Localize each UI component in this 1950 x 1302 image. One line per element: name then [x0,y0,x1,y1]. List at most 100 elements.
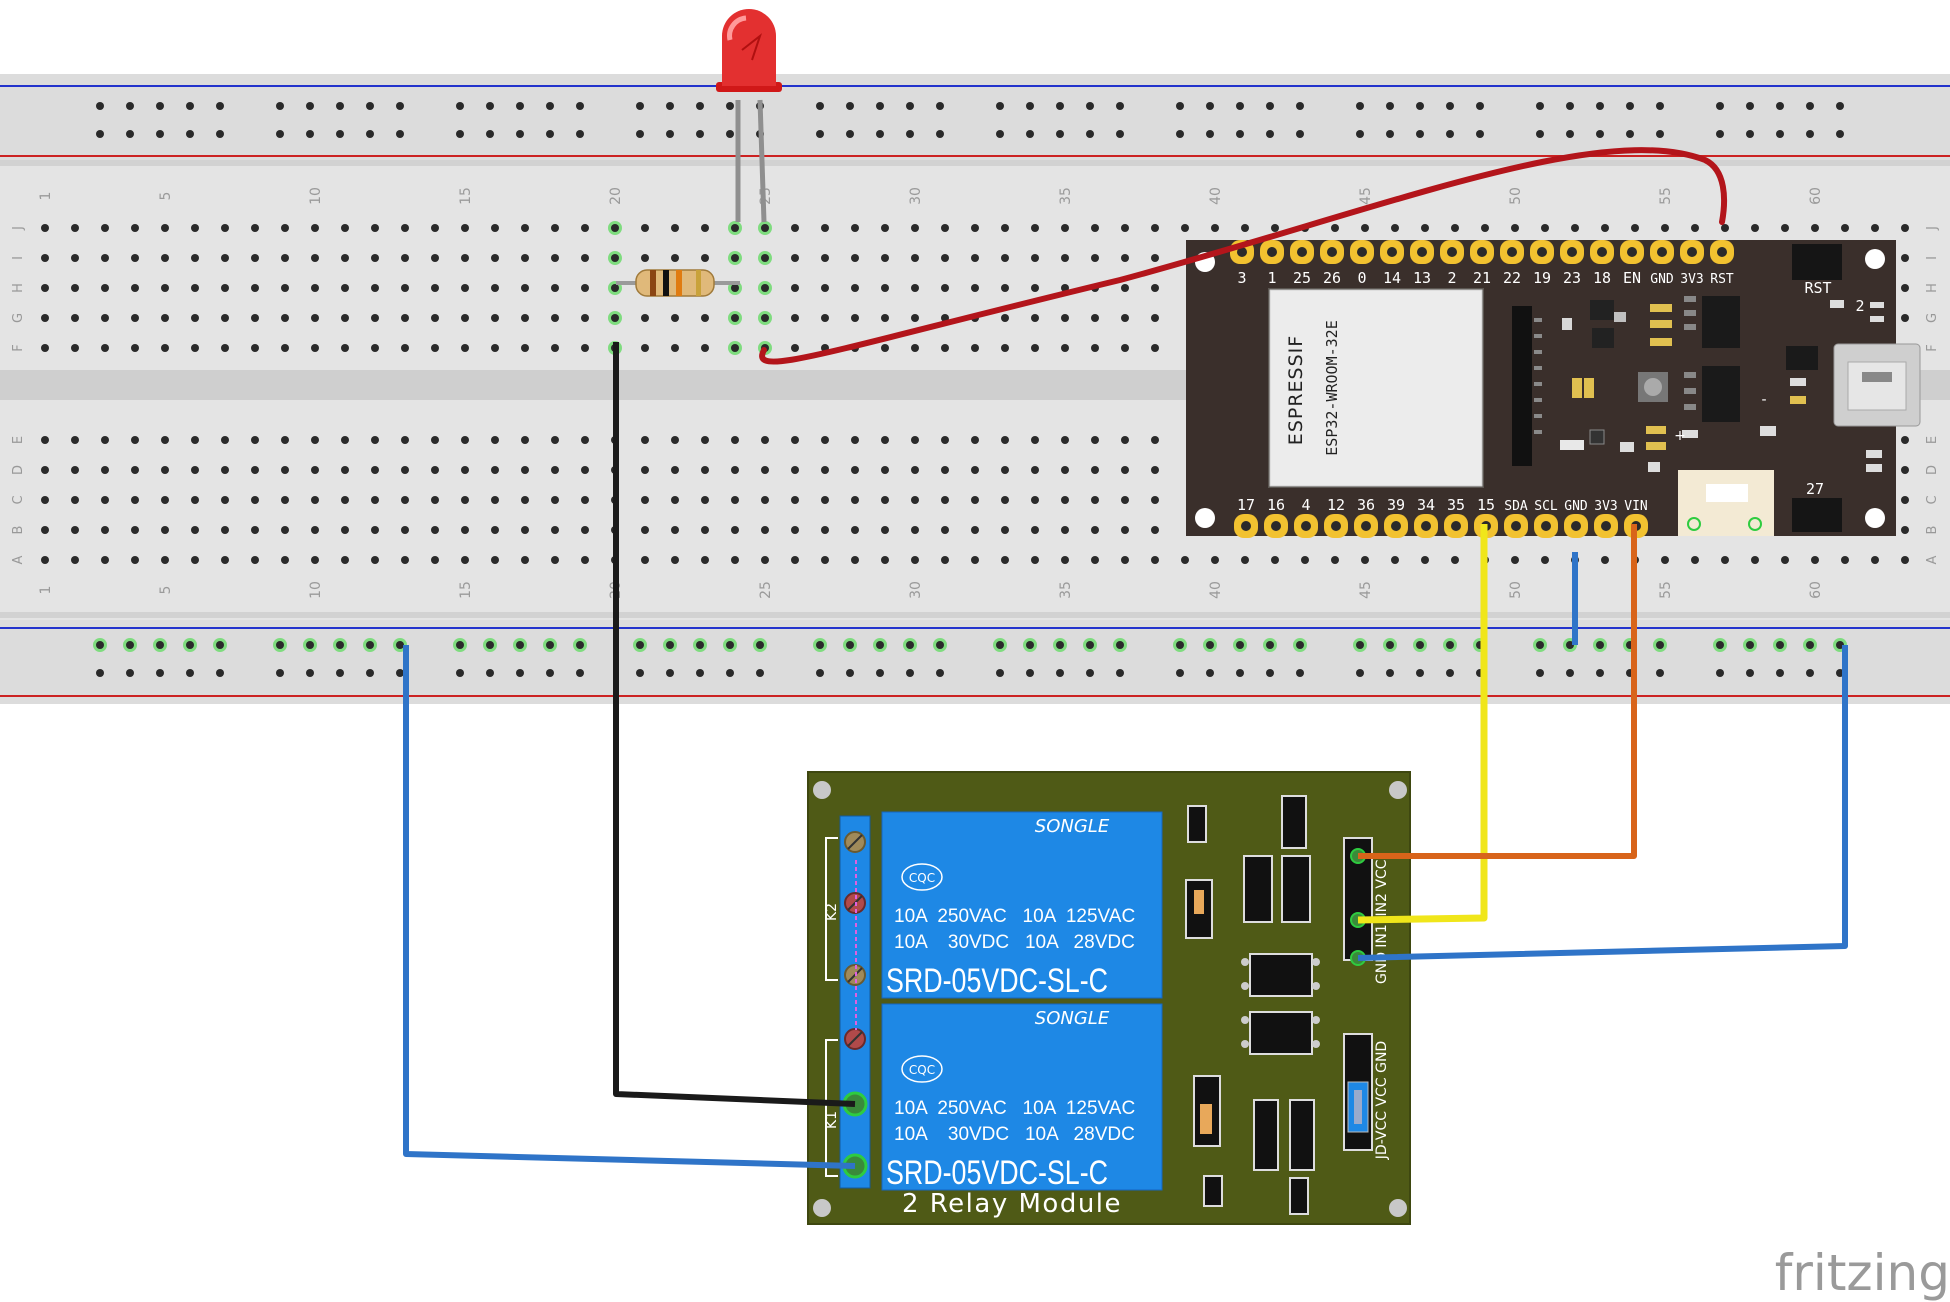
esp-pin[interactable]: 34 [1414,496,1438,538]
rail-hole [1653,638,1667,652]
rail-hole [1416,669,1424,677]
esp-pin[interactable]: 18 [1590,240,1614,287]
breadboard-hole [1031,284,1039,292]
rail-hole [156,130,164,138]
row-label-c-right: C [1925,495,1940,504]
esp-pin[interactable]: 35 [1444,496,1468,538]
breadboard-hole [191,496,199,504]
relay-1: SONGLE CQC 10A 250VAC 10A 125VAC 10A 30V… [881,811,1163,1000]
breadboard-hole [1751,556,1759,564]
rail-hole [336,102,344,110]
breadboard-hole [221,254,229,262]
breadboard-hole [581,466,589,474]
rail-hole [636,102,644,110]
rail-hole [1086,102,1094,110]
esp-pin[interactable]: 39 [1384,496,1408,538]
esp-pin-label: 3V3 [1680,272,1703,287]
breadboard-hole [1001,526,1009,534]
resistor[interactable] [616,269,740,297]
rail-hole [366,102,374,110]
esp-pin[interactable]: 23 [1560,240,1584,287]
esp-pin[interactable]: 12 [1324,496,1348,538]
breadboard-hole [431,224,439,232]
breadboard-hole [131,556,139,564]
rail-hole [1776,669,1784,677]
breadboard-hole [881,344,889,352]
breadboard-hole [941,284,949,292]
esp-pin-label: 14 [1383,269,1401,287]
breadboard-hole [161,224,169,232]
row-label-f: F [11,344,26,351]
esp-pin[interactable]: 25 [1290,240,1314,287]
esp-pin-label: 35 [1447,496,1465,514]
breadboard-hole [221,344,229,352]
rail-hole [336,669,344,677]
column-label: 25 [758,187,774,205]
row-label-c: C [11,495,26,504]
breadboard-hole [41,436,49,444]
esp-pin[interactable]: 14 [1380,240,1404,287]
breadboard-hole [461,526,469,534]
breadboard-hole [101,526,109,534]
mount-hole-top-right [1865,249,1885,269]
breadboard-hole [431,254,439,262]
relay-module[interactable]: K2 K1 SONGLE CQC 10A 250VAC 10A 125VAC 1… [807,771,1411,1225]
breadboard-hole [941,556,949,564]
rail-hole [816,669,824,677]
breadboard-hole [1151,526,1159,534]
breadboard-hole [461,466,469,474]
esp-pin[interactable]: EN [1620,240,1644,287]
breadboard-hole [971,526,979,534]
rail-hole [996,102,1004,110]
breadboard-hole [311,556,319,564]
esp-pin[interactable]: 22 [1500,240,1524,287]
red-led[interactable] [716,9,782,223]
breadboard-hole [581,436,589,444]
esp-pin[interactable]: 19 [1530,240,1554,287]
esp-pin[interactable]: 2 [1440,240,1464,287]
esp-pin[interactable]: RST [1710,240,1734,287]
esp-pin[interactable]: 13 [1410,240,1434,287]
rail-hole [1446,669,1454,677]
esp-pin[interactable]: SDA [1504,499,1528,538]
breadboard-hole [641,466,649,474]
breadboard-hole [1091,344,1099,352]
esp-pin-label: GND [1650,272,1674,287]
row-label-h-right: H [1925,283,1940,293]
esp-pin[interactable]: 0 [1350,240,1374,287]
breadboard-hole [401,496,409,504]
esp-pin[interactable]: GND [1564,499,1588,538]
breadboard-hole [821,556,829,564]
esp-pin[interactable]: 3V3 [1680,240,1704,287]
breadboard-hole [1061,466,1069,474]
esp-pin[interactable]: 17 [1234,496,1258,538]
esp-pin[interactable]: 1 [1260,240,1284,287]
esp-pin[interactable]: 21 [1470,240,1494,287]
rail-hole [936,669,944,677]
esp-pin[interactable]: 26 [1320,240,1344,287]
esp-pin[interactable]: 3V3 [1594,499,1618,538]
header-label-in1: IN1 [1374,924,1390,948]
breadboard-hole [161,284,169,292]
breadboard-hole [971,254,979,262]
esp-pin[interactable]: SCL [1534,499,1558,538]
esp-pin[interactable]: 36 [1354,496,1378,538]
esp32-board[interactable]: ESPRESSIF ESP32-WROOM-32E [1186,240,1921,538]
rail-hole [816,102,824,110]
rail-hole [1476,102,1484,110]
rail-hole [666,102,674,110]
rail-hole [753,638,767,652]
esp-pin[interactable]: GND [1650,240,1674,287]
breadboard-hole [371,284,379,292]
rail-hole [1206,130,1214,138]
breadboard-hole [1091,254,1099,262]
column-label: 25 [758,581,774,599]
breadboard-hole [1151,496,1159,504]
esp-pin[interactable]: 16 [1264,496,1288,538]
rail-hole [1746,102,1754,110]
breadboard-hole [221,284,229,292]
breadboard-hole [251,344,259,352]
esp-pin[interactable]: 4 [1294,496,1318,538]
